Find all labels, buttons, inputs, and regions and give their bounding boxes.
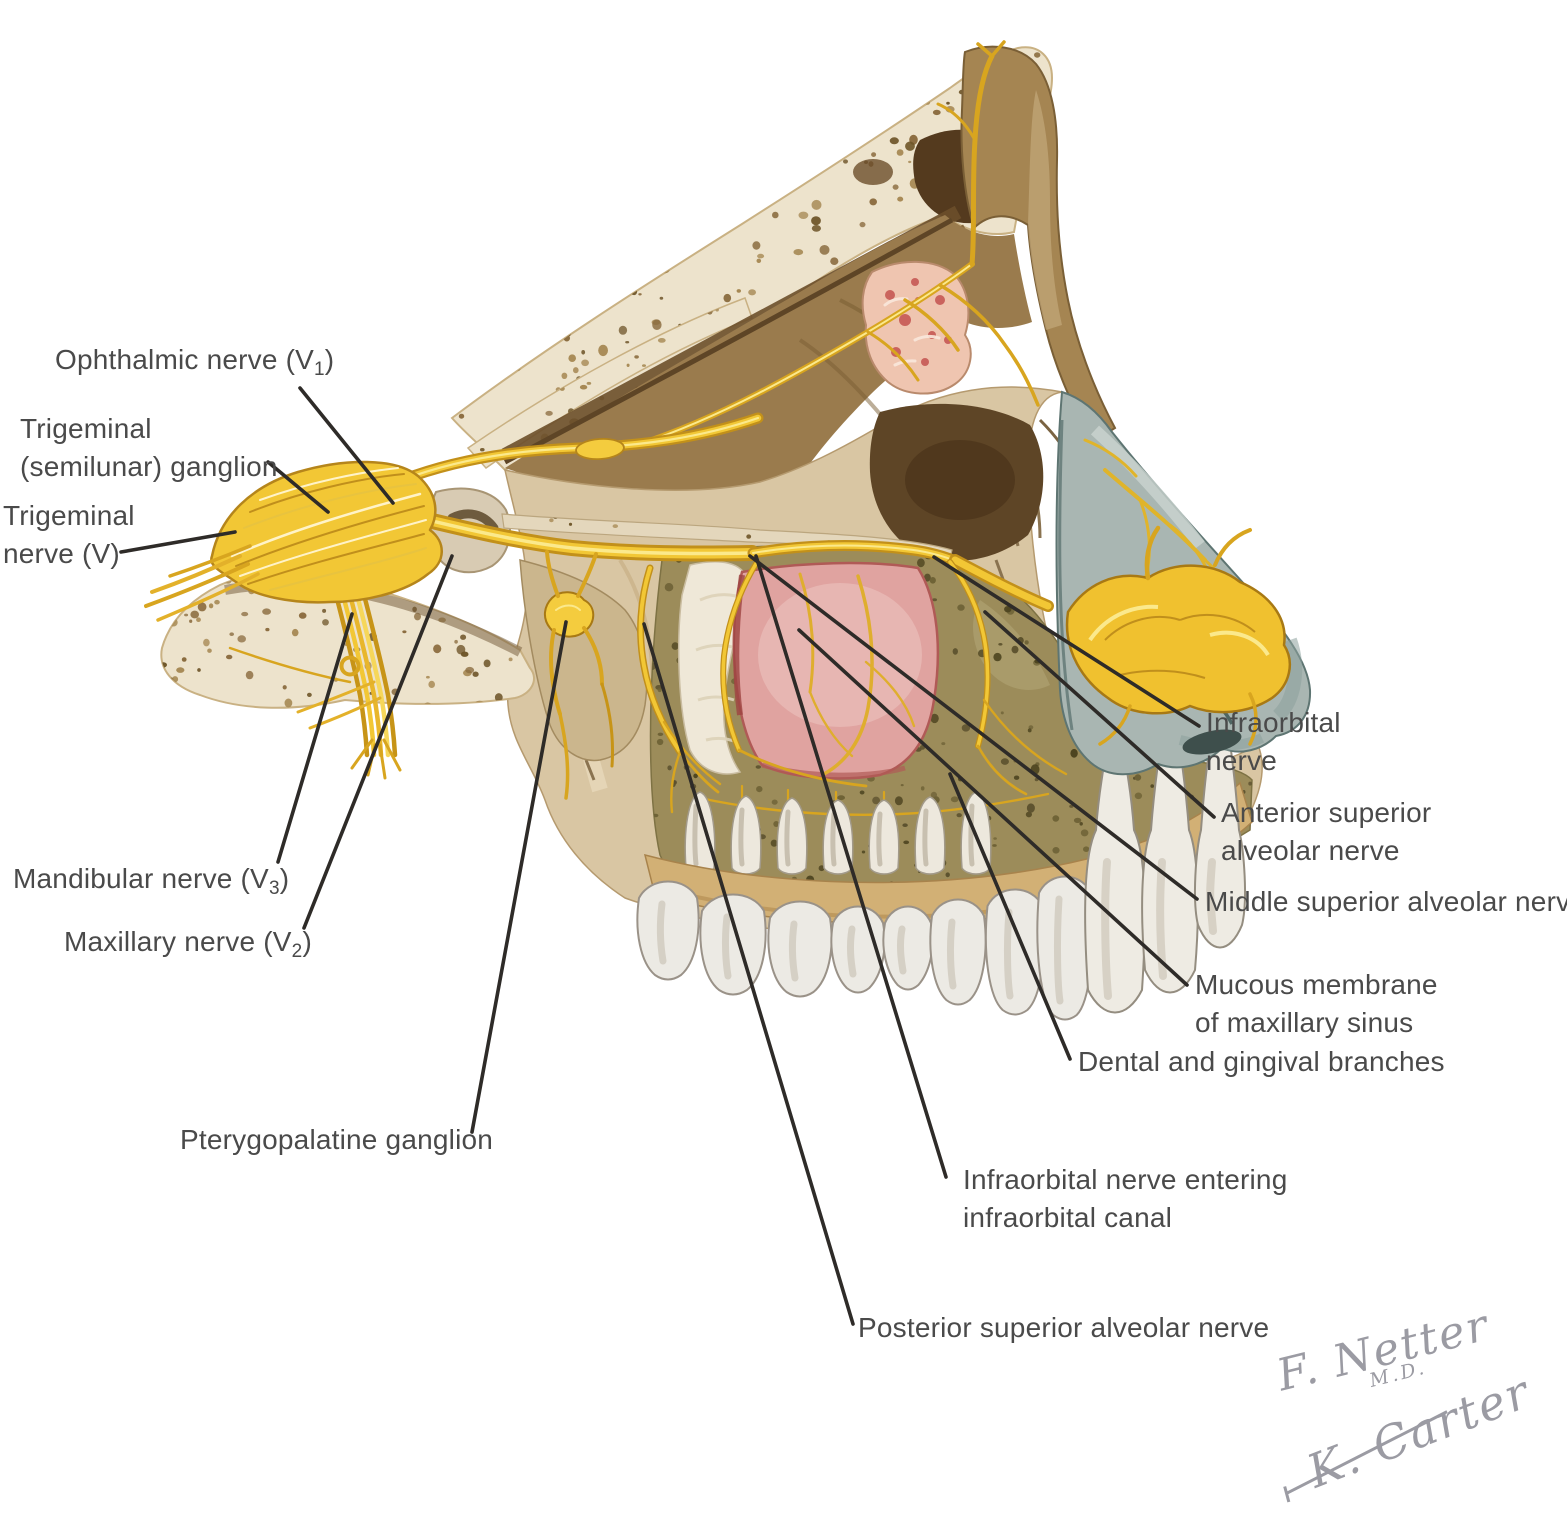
- pterygopalatine-ganglion-body: [544, 550, 614, 800]
- tooth-crown-shading: [788, 920, 799, 982]
- tooth-root: [776, 797, 808, 875]
- label-posterior-superior-alveolar-nerve: Posterior superior alveolar nerve: [858, 1312, 1270, 1343]
- tooth-crown-shading: [656, 900, 667, 965]
- leader-mucous-membrane-of-maxillary-sinus: [797, 628, 1189, 987]
- label-trigeminal-ganglion: Trigeminal(semilunar) ganglion: [20, 413, 278, 482]
- tooth-root-shading: [922, 808, 929, 867]
- leader-infraorbital-canal: [754, 554, 948, 1179]
- trigeminal-ganglion-body: [210, 460, 443, 604]
- diploe-cavity: [853, 159, 893, 185]
- tooth-crown: [1036, 875, 1094, 1021]
- leader-posterior-superior-alveolar-nerve: [642, 622, 855, 1326]
- label-mandibular-nerve: Mandibular nerve (V3): [13, 863, 290, 899]
- tooth-crown: [699, 893, 767, 996]
- tooth-root-shading: [692, 803, 699, 867]
- tooth-root: [914, 796, 946, 875]
- frontal-nerve: [637, 40, 1040, 447]
- tooth-root: [822, 799, 854, 875]
- tooth-root-shading: [784, 809, 791, 867]
- leader-infraorbital-nerve: [932, 555, 1201, 728]
- front-teeth: [1084, 732, 1246, 1014]
- tooth-root-shading: [968, 803, 975, 867]
- tooth-crown-shading: [846, 925, 857, 978]
- leader-lines: [119, 386, 1216, 1326]
- sinus-mucosal-branches: [798, 572, 916, 776]
- nerves: [144, 40, 1216, 818]
- maxillary-nerve-v2: [420, 512, 760, 562]
- tooth-crown: [984, 888, 1046, 1016]
- label-middle-superior-alveolar-nerve: Middle superior alveolar nerve: [1205, 886, 1567, 917]
- orbital-cavity-deep: [905, 440, 1015, 520]
- label-ophthalmic-nerve: Ophthalmic nerve (V1): [55, 344, 335, 380]
- tooth-crown-shading: [721, 913, 732, 980]
- ophthalmic-nerve-v1: [396, 412, 764, 486]
- tooth-crown-shading: [896, 925, 907, 975]
- label-pterygopalatine-ganglion: Pterygopalatine ganglion: [180, 1124, 494, 1155]
- tooth-crown: [929, 898, 987, 1006]
- lacrimal-gland: [861, 260, 972, 395]
- tooth-root-shading: [738, 807, 745, 867]
- front-tooth-shading: [1101, 858, 1112, 1000]
- leader-anterior-superior-alveolar-nerve: [983, 610, 1216, 819]
- trigeminal-nerve-root: [144, 544, 260, 622]
- label-maxillary-nerve: Maxillary nerve (V2): [64, 926, 312, 962]
- leader-ophthalmic-nerve: [298, 386, 395, 505]
- leader-maxillary-nerve: [302, 554, 454, 930]
- tooth-root-shading: [830, 811, 837, 867]
- tooth-crown: [882, 905, 934, 991]
- maxillary-sinus-window: [732, 561, 940, 780]
- leader-dental-and-gingival-branches: [948, 772, 1072, 1061]
- leader-trigeminal-ganglion: [266, 460, 330, 514]
- leader-middle-superior-alveolar-nerve: [748, 554, 1199, 901]
- nostril: [1182, 729, 1242, 755]
- tooth-crown: [767, 900, 833, 998]
- tooth-crown: [636, 880, 700, 981]
- greater-palatine-nerve: [558, 712, 570, 800]
- tooth-crown-shading: [1003, 908, 1014, 1000]
- label-dental-and-gingival-branches: Dental and gingival branches: [1078, 1046, 1445, 1077]
- infraorbital-nerve-canal-segment: [747, 540, 1054, 612]
- tooth-crown-shading: [946, 918, 957, 990]
- front-tooth-shading: [1206, 858, 1217, 935]
- leader-pterygopalatine-ganglion: [470, 620, 568, 1134]
- leader-trigeminal-nerve: [119, 530, 237, 554]
- tooth-crown-shading: [1053, 895, 1064, 1005]
- lesser-palatine-nerve: [600, 682, 614, 768]
- tooth-root: [868, 799, 900, 875]
- teeth-crowns: [636, 875, 1094, 1021]
- leader-mandibular-nerve: [276, 612, 354, 864]
- tooth-root-shading: [876, 811, 883, 867]
